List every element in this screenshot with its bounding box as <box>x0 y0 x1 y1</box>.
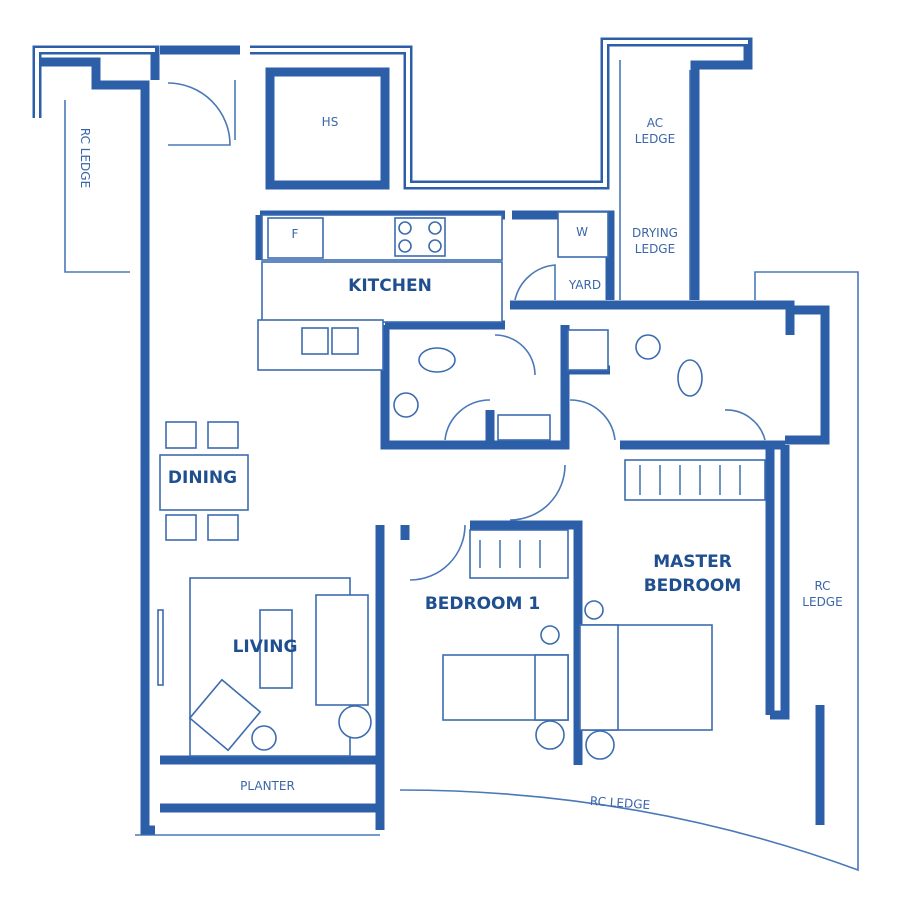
rc-right-line1: RC <box>814 579 831 593</box>
washer-label: W <box>576 225 588 239</box>
master-line2: BEDROOM <box>643 576 742 596</box>
doors <box>167 80 766 581</box>
ac-ledge-label: AC LEDGE <box>625 115 685 147</box>
hs-label: HS <box>321 115 339 129</box>
planter-label: PLANTER <box>240 779 295 793</box>
drying-line1: DRYING <box>632 226 678 240</box>
rc-right-line2: LEDGE <box>802 595 843 609</box>
rc-ledge-right-label: RC LEDGE <box>795 578 850 610</box>
ac-line1: AC <box>646 116 664 130</box>
yard-label: YARD <box>568 278 602 292</box>
drying-ledge-label: DRYING LEDGE <box>622 225 688 257</box>
kitchen-label: KITCHEN <box>348 276 432 296</box>
furniture <box>157 211 766 760</box>
ac-line2: LEDGE <box>634 132 676 146</box>
bedroom1-label: BEDROOM 1 <box>424 594 541 614</box>
fridge-label: F <box>291 227 299 241</box>
master-line1: MASTER <box>653 552 732 572</box>
drying-line2: LEDGE <box>634 242 676 256</box>
master-bedroom-label: MASTER BEDROOM <box>635 550 750 598</box>
rc-ledge-left-label: RC LEDGE <box>78 127 92 189</box>
dining-label: DINING <box>167 468 238 488</box>
living-label: LIVING <box>232 637 298 657</box>
ledge-outlines <box>64 60 859 872</box>
